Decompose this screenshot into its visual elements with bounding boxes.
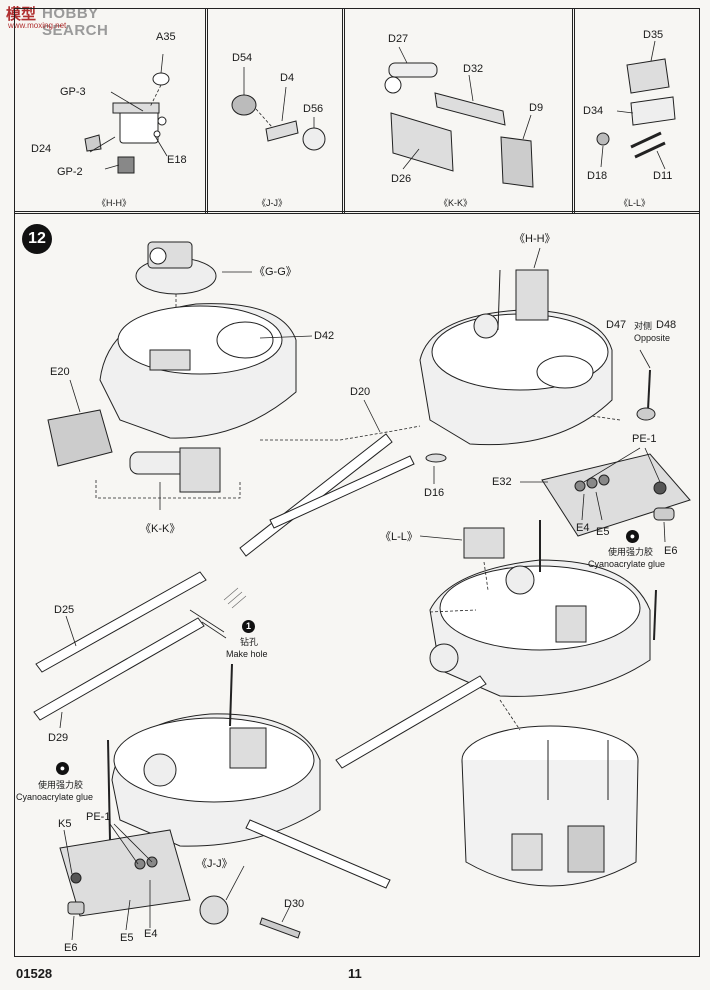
step-12-panel xyxy=(14,211,700,957)
callout-d20: D20 xyxy=(350,386,371,398)
callout-e4-right: E4 xyxy=(576,522,590,534)
panel-jj-drawing xyxy=(231,67,326,151)
caption-jj: 《J-J》 xyxy=(257,198,287,208)
label-d32: D32 xyxy=(463,63,484,75)
label-d9: D9 xyxy=(529,102,544,114)
step-number-badge: 12 xyxy=(22,224,52,254)
callout-e32: E32 xyxy=(492,476,512,488)
callout-jj: 《J-J》 xyxy=(196,858,233,870)
panel-hh-drawing xyxy=(84,53,170,174)
label-gp3: GP-3 xyxy=(60,86,86,98)
label-d35: D35 xyxy=(643,29,664,41)
label-d34: D34 xyxy=(583,105,604,117)
watermark-title: HOBBY SEARCH xyxy=(42,5,109,39)
callout-hole-cn: 钻孔 xyxy=(240,637,259,647)
label-a35: A35 xyxy=(156,31,176,43)
callout-d30: D30 xyxy=(284,898,305,910)
panel-ll-drawing xyxy=(596,40,676,170)
panel-hh: A35 GP-3 D24 GP-2 E18 《H-H》 xyxy=(14,8,208,214)
callout-glue-cn-right: 使用强力胶 xyxy=(608,547,654,557)
callout-d48: D48 xyxy=(656,319,677,331)
caption-kk: 《K-K》 xyxy=(439,198,473,208)
glue-icon-right: ● xyxy=(626,530,639,543)
watermark-url: www.moxing.net xyxy=(8,21,67,30)
label-d27: D27 xyxy=(388,33,409,45)
callout-kk: 《K-K》 xyxy=(140,523,181,535)
callout-e5-left: E5 xyxy=(120,932,134,944)
label-d4: D4 xyxy=(280,72,295,84)
callout-d47-cn: 对侧 xyxy=(634,321,653,331)
label-d26: D26 xyxy=(391,173,412,185)
callout-e5-right: E5 xyxy=(596,526,610,538)
watermark-logo: 模型 xyxy=(6,6,37,23)
label-d24: D24 xyxy=(31,143,52,155)
callout-glue-cn-left: 使用强力胶 xyxy=(38,780,84,790)
callout-opposite: Opposite xyxy=(634,333,671,343)
callout-glue-en-left: Cyanoacrylate glue xyxy=(16,792,94,802)
callout-ll: 《L-L》 xyxy=(380,531,418,543)
page-number: 11 xyxy=(348,966,362,981)
panel-kk: D27 D32 D9 D26 《K-K》 xyxy=(342,8,575,214)
panel-ll: D35 D34 D18 D11 《L-L》 xyxy=(572,8,700,214)
label-d56: D56 xyxy=(303,103,324,115)
label-d54: D54 xyxy=(232,52,253,64)
callout-hh: 《H-H》 xyxy=(514,233,556,245)
callout-e20: E20 xyxy=(50,366,70,378)
callout-d42: D42 xyxy=(314,330,335,342)
label-d11: D11 xyxy=(653,170,673,182)
callout-d25: D25 xyxy=(54,604,75,616)
glue-icon-left: ● xyxy=(56,762,69,775)
product-code: 01528 xyxy=(16,966,53,981)
panel-jj: D54 D4 D56 《J-J》 xyxy=(205,8,345,214)
callout-e6-right: E6 xyxy=(664,545,678,557)
label-gp2: GP-2 xyxy=(57,166,83,178)
caption-ll: 《L-L》 xyxy=(619,198,651,208)
caption-hh: 《H-H》 xyxy=(97,198,131,208)
label-d18: D18 xyxy=(587,170,608,182)
callout-d29: D29 xyxy=(48,732,69,744)
callout-pe1-right: PE-1 xyxy=(632,433,657,445)
callout-d47: D47 xyxy=(606,319,627,331)
watermark: 模型 HOBBY SEARCH www.moxing.net xyxy=(4,2,164,39)
drill-icon: 1 xyxy=(242,620,255,633)
callout-e4-left: E4 xyxy=(144,928,158,940)
callout-k5: K5 xyxy=(58,818,72,830)
panel-kk-drawing xyxy=(384,46,534,188)
callout-d16: D16 xyxy=(424,487,445,499)
callout-pe1-left: PE-1 xyxy=(86,811,111,823)
callout-glue-en-right: Cyanoacrylate glue xyxy=(588,559,666,569)
label-e18: E18 xyxy=(167,154,187,166)
callout-e6-left: E6 xyxy=(64,942,78,954)
callout-gg: 《G-G》 xyxy=(254,266,297,278)
callout-hole-en: Make hole xyxy=(226,649,268,659)
